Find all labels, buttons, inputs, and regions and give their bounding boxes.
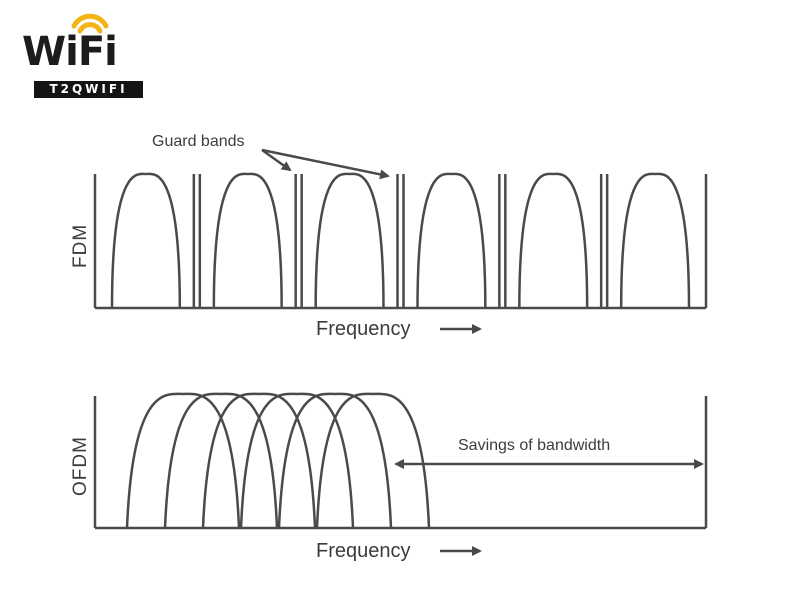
fdm-subcarrier-curve — [212, 172, 283, 309]
ofdm-axis-label: OFDM — [70, 436, 91, 496]
guard-arrow-1 — [261, 148, 292, 172]
ofdm-panel — [93, 392, 708, 530]
fdm-subcarrier-curve — [110, 172, 182, 309]
fdm-guard-lines — [192, 174, 609, 308]
logo-banner: T2QWIFI — [34, 81, 143, 98]
fdm-subcarrier-curve — [619, 172, 691, 309]
savings-of-bandwidth-label: Savings of bandwidth — [458, 437, 611, 454]
ofdm-subcarrier-curve — [277, 392, 393, 529]
ofdm-subcarrier-curve — [163, 392, 279, 529]
ofdm-subcarrier-curve — [315, 392, 431, 529]
fdm-subcarrier-curve — [314, 172, 385, 309]
ofdm-subcarriers — [125, 392, 431, 529]
fdm-subcarriers — [110, 172, 691, 309]
guard-band-arrows — [261, 148, 390, 180]
ofdm-frequency-label: Frequency — [316, 540, 411, 562]
ofdm-subcarrier-curve — [201, 392, 317, 529]
fdm-subcarrier-curve — [416, 172, 487, 309]
fdm-axis-label: FDM — [70, 223, 91, 268]
fdm-panel — [93, 172, 708, 310]
guard-bands-label: Guard bands — [152, 133, 245, 150]
ofdm-subcarrier-curve — [125, 392, 241, 529]
guard-arrow-2 — [261, 148, 390, 180]
fdm-frequency-label: Frequency — [316, 318, 411, 340]
logo-wordmark: WiFi — [22, 29, 118, 75]
ofdm-subcarrier-curve — [239, 392, 355, 529]
fdm-subcarrier-curve — [518, 172, 589, 309]
